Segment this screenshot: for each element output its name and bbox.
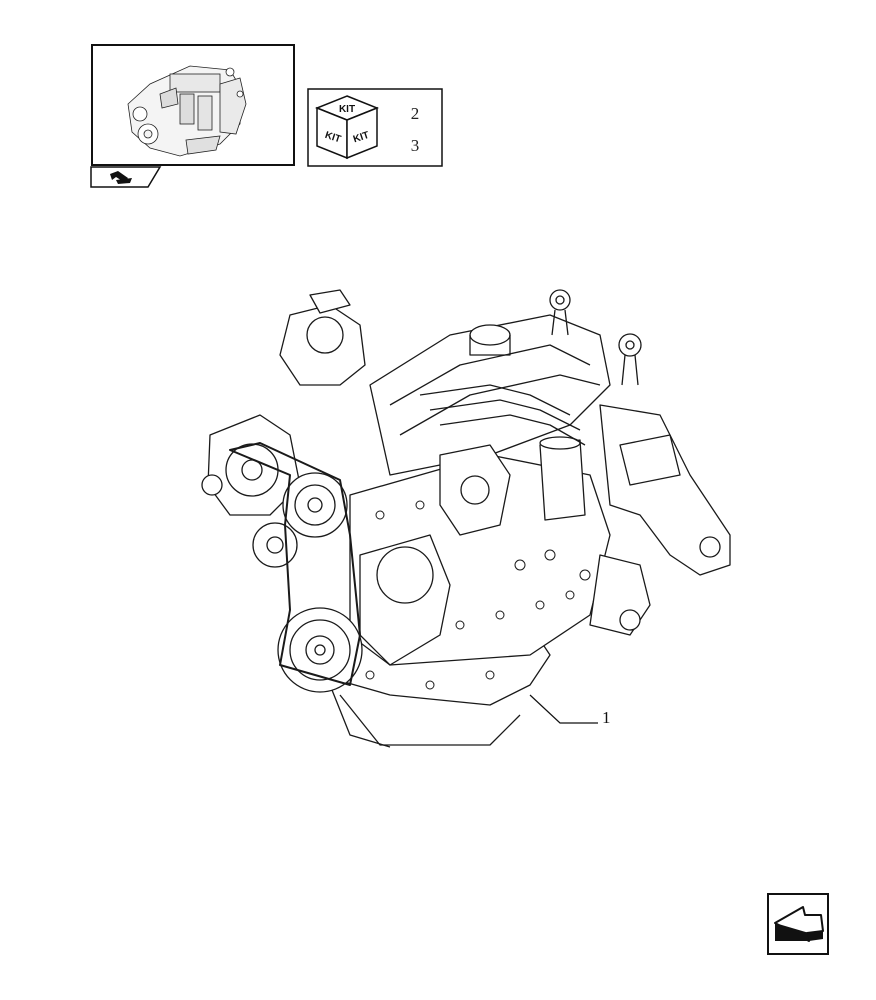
next-page-arrow-icon [767, 893, 829, 955]
kit-number-3: 3 [411, 136, 420, 155]
thumbnail-panel[interactable] [90, 44, 296, 168]
kit-cube-icon: KIT KIT KIT [314, 95, 380, 160]
callout-1-leader [529, 694, 598, 724]
engine-assembly-drawing [201, 289, 731, 748]
kit-label-top: KIT [339, 104, 355, 115]
engine-thumbnail-icon [91, 44, 295, 166]
kit-label-right: KIT [352, 130, 371, 145]
engine-diagram [190, 275, 731, 755]
next-page-button[interactable] [767, 893, 829, 955]
arrow-tab-icon [90, 166, 162, 188]
kit-box: KIT KIT KIT 2 3 [307, 88, 443, 168]
arrow-tab[interactable] [90, 166, 162, 192]
kit-label-left: KIT [323, 130, 342, 145]
callout-1-label: 1 [602, 708, 611, 727]
kit-number-2: 2 [411, 104, 420, 123]
